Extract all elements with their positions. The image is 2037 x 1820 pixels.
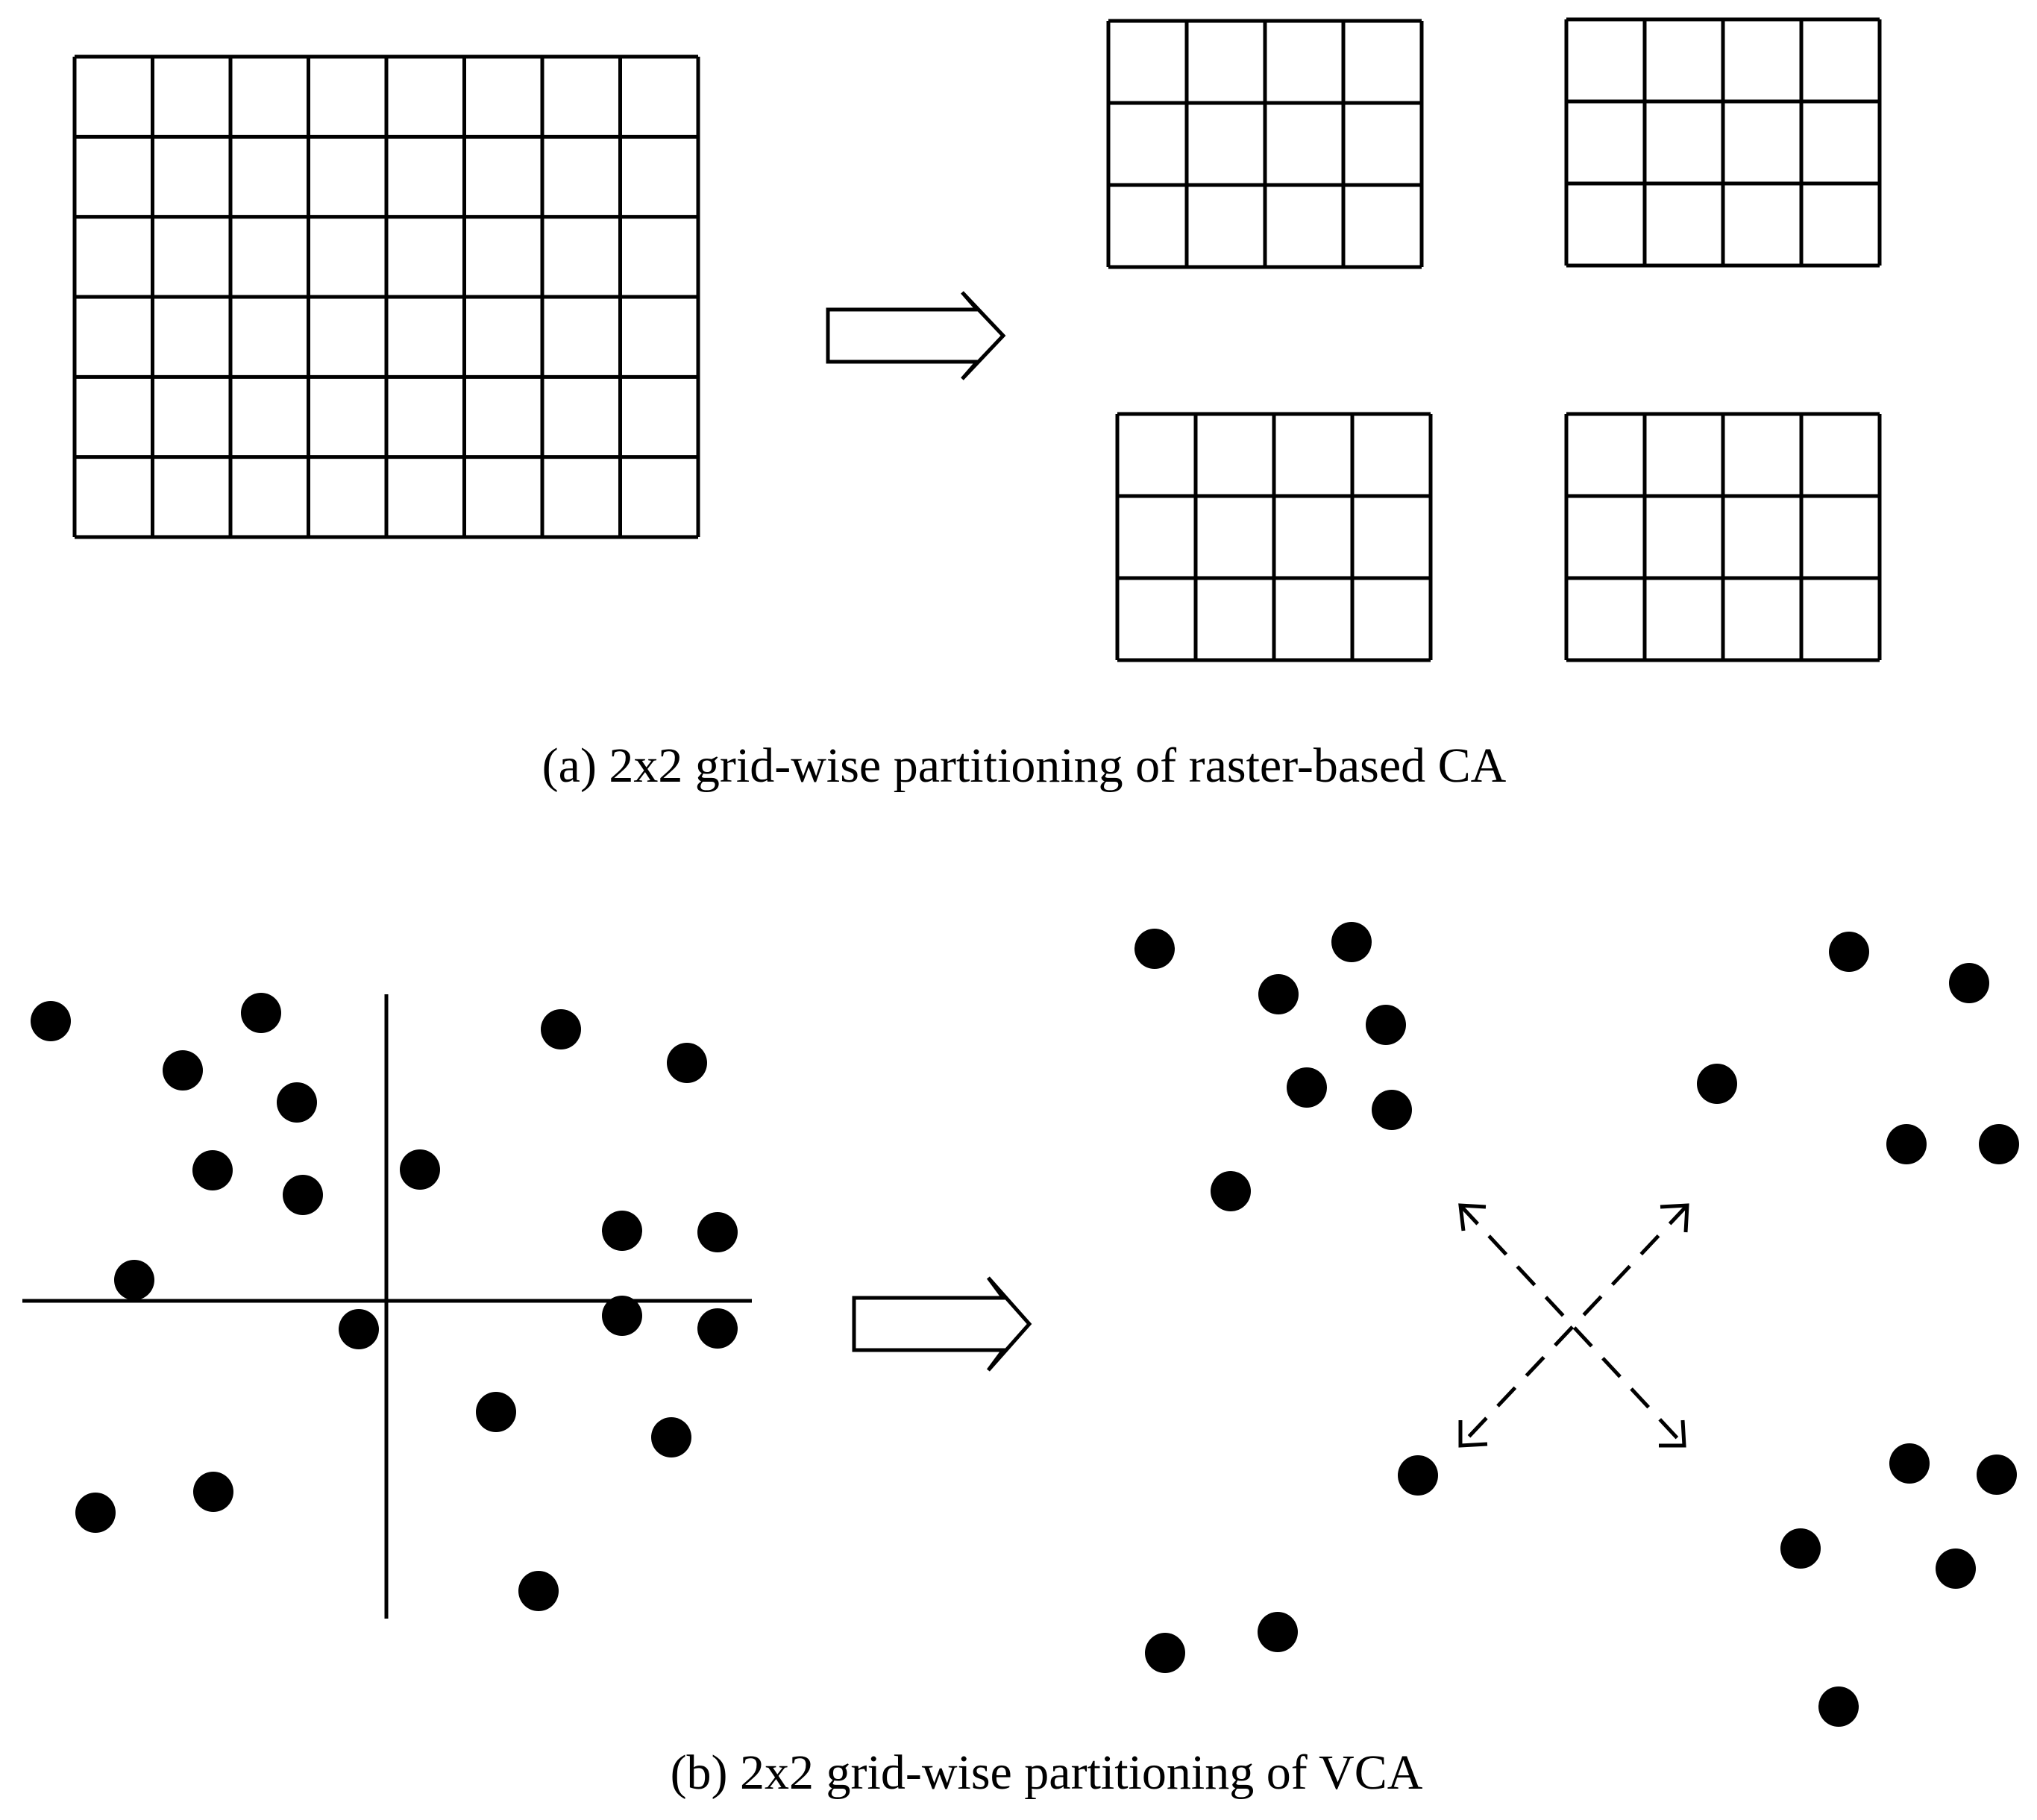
- point-dot: [1366, 1005, 1406, 1045]
- point-dot: [651, 1417, 691, 1457]
- point-dot: [1697, 1064, 1737, 1104]
- point-dot: [193, 1472, 233, 1512]
- point-dot: [1780, 1528, 1821, 1569]
- point-dot: [697, 1308, 738, 1349]
- point-dot: [1258, 1612, 1298, 1652]
- point-dot: [476, 1392, 516, 1432]
- point-dot: [667, 1043, 707, 1083]
- point-dot: [1818, 1686, 1859, 1727]
- point-dot: [1398, 1455, 1438, 1496]
- point-dot: [602, 1211, 642, 1251]
- point-dot: [1372, 1090, 1412, 1130]
- point-dot: [602, 1296, 642, 1336]
- point-dot: [541, 1009, 581, 1049]
- caption-a: (a) 2x2 grid-wise partitioning of raster…: [542, 738, 1507, 793]
- point-dot: [1949, 963, 1989, 1003]
- partition-grid-bottom-left: [1115, 412, 1433, 662]
- point-dot: [1886, 1124, 1927, 1164]
- point-dot: [163, 1050, 203, 1091]
- point-dot: [1979, 1124, 2019, 1164]
- point-dot: [1331, 922, 1372, 962]
- partition-grid-top-left: [1106, 19, 1424, 269]
- source-points: [31, 993, 738, 1611]
- caption-b: (b) 2x2 grid-wise partitioning of VCA: [671, 1745, 1423, 1800]
- point-dot: [241, 993, 281, 1033]
- point-dot: [400, 1149, 440, 1190]
- point-dot: [1889, 1443, 1930, 1484]
- point-dot: [31, 1001, 71, 1041]
- point-dot: [1287, 1067, 1327, 1108]
- panel-a-raster-partitioning: (a) 2x2 grid-wise partitioning of raster…: [72, 17, 1882, 793]
- point-dot: [339, 1309, 379, 1349]
- point-dot: [192, 1150, 233, 1190]
- point-dot: [697, 1212, 738, 1252]
- point-dot: [283, 1175, 323, 1215]
- point-dot: [1936, 1548, 1976, 1589]
- point-dot: [114, 1260, 154, 1300]
- partitioned-points: [1134, 922, 2019, 1727]
- point-dot: [75, 1493, 116, 1533]
- point-dot: [277, 1082, 317, 1123]
- point-dot: [1145, 1633, 1185, 1673]
- point-dot: [1829, 932, 1869, 972]
- hollow-right-arrow-icon: [852, 1276, 1032, 1372]
- panel-b-vca-partitioning: (b) 2x2 grid-wise partitioning of VCA: [22, 922, 2019, 1800]
- point-dot: [1258, 974, 1299, 1014]
- point-dot: [1211, 1171, 1251, 1211]
- point-dot: [1977, 1455, 2017, 1495]
- point-dot: [518, 1571, 559, 1611]
- partition-grid-top-right: [1564, 17, 1882, 268]
- partition-grid-bottom-right: [1564, 412, 1882, 662]
- source-raster-grid: [72, 54, 700, 539]
- dashed-split-arrows-icon: [1458, 1203, 1689, 1448]
- hollow-right-arrow-icon: [826, 291, 1006, 380]
- point-dot: [1134, 929, 1175, 969]
